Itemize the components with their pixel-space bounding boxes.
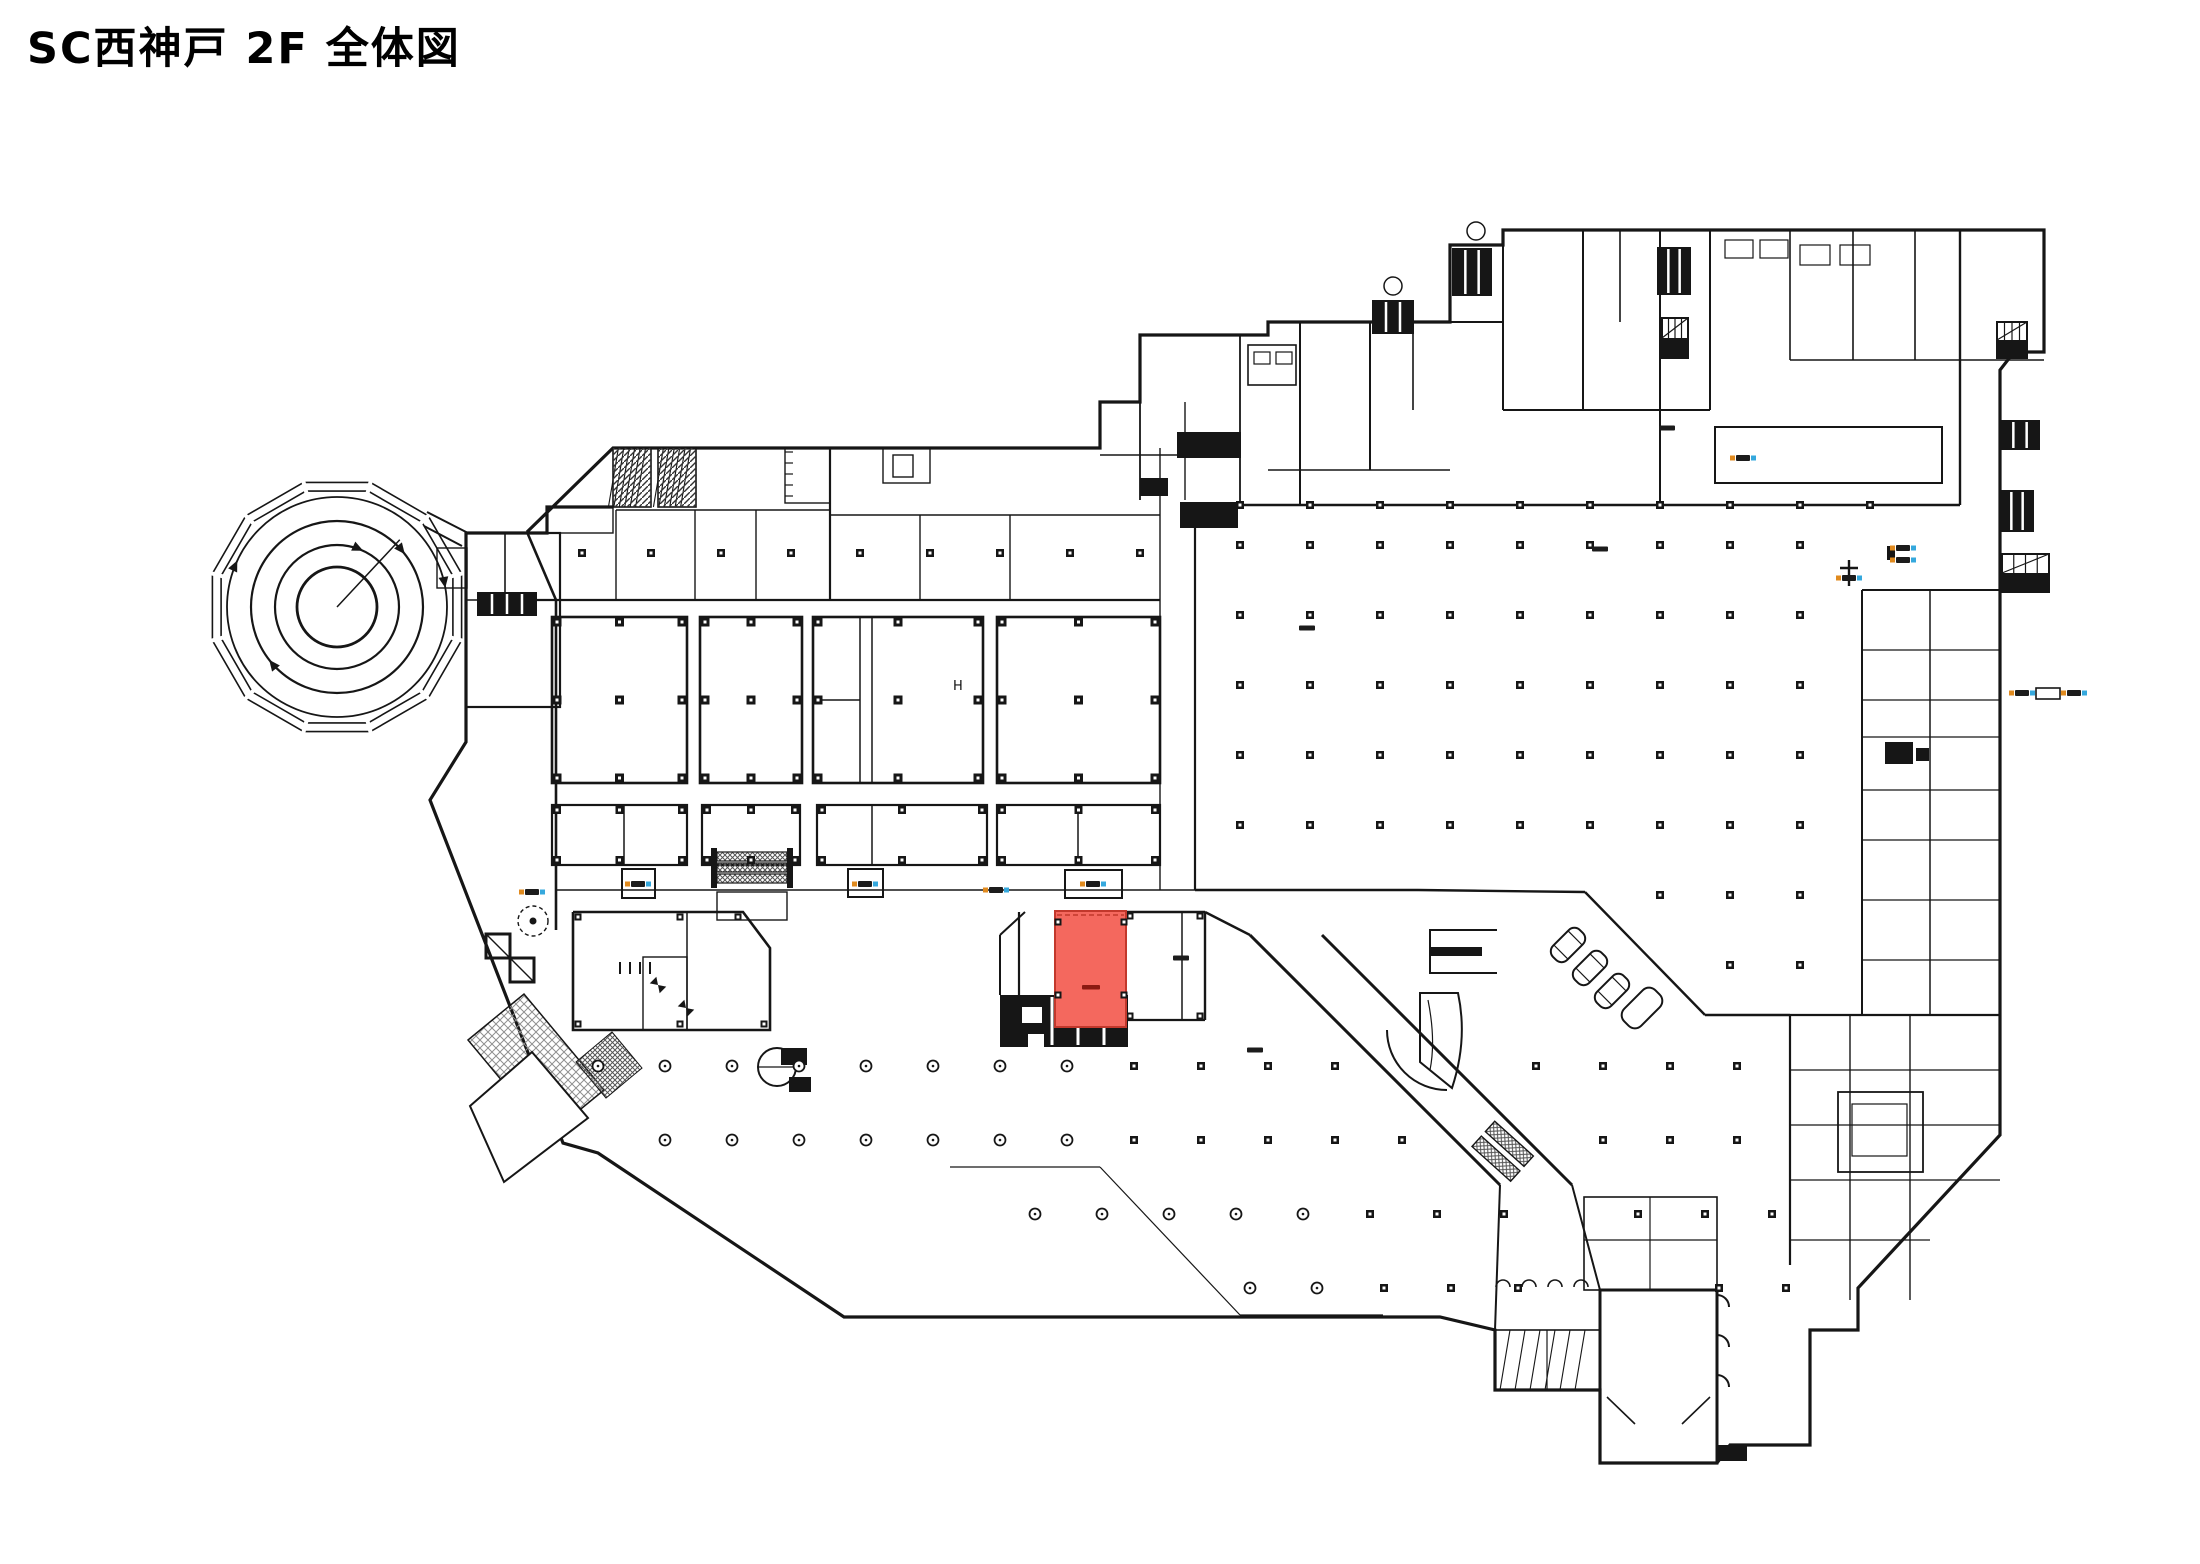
structural-columns <box>552 501 1874 1295</box>
column-grid-mark: H <box>953 679 963 694</box>
stairs-and-cores <box>477 247 2050 1461</box>
escalators-and-fixtures <box>466 546 1895 1184</box>
building-outline <box>428 228 2046 1465</box>
shop-code-labels <box>519 425 2087 1053</box>
highlighted-unit <box>1054 910 1128 1028</box>
spiral-ramp <box>208 478 469 736</box>
interior-walls <box>436 221 2044 1465</box>
page-title: SC西神戸 2F 全体図 <box>27 24 461 74</box>
